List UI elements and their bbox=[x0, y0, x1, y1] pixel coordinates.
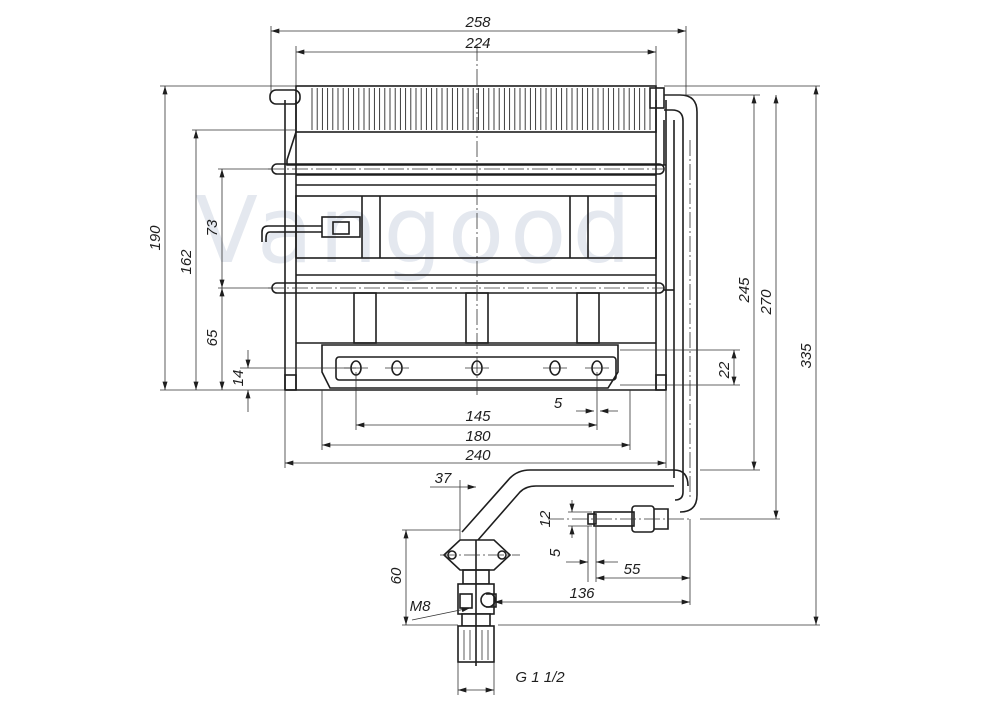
burner-nozzles bbox=[344, 360, 609, 376]
gas-valve bbox=[442, 539, 512, 666]
dim-5-burner: 5 bbox=[554, 395, 563, 412]
fin-lines bbox=[311, 88, 651, 130]
center-lines bbox=[268, 45, 691, 556]
sensor-wire bbox=[261, 225, 322, 242]
dim-22: 22 bbox=[716, 361, 733, 379]
dim-162: 162 bbox=[178, 249, 195, 275]
dim-55: 55 bbox=[624, 561, 641, 578]
dim-190: 190 bbox=[147, 225, 164, 251]
dim-5-inlet: 5 bbox=[547, 548, 564, 557]
water-pipe-right bbox=[663, 94, 698, 513]
dim-224: 224 bbox=[464, 35, 490, 52]
sensor-bracket bbox=[321, 216, 361, 238]
dimension-labels: 258 224 190 162 73 65 14 22 245 270 335 … bbox=[147, 14, 815, 686]
gas-pipe bbox=[461, 469, 689, 541]
extension-lines bbox=[160, 26, 820, 695]
dim-14: 14 bbox=[230, 370, 247, 387]
watermark-text: Vangood bbox=[195, 177, 637, 284]
label-g-thread: G 1 1/2 bbox=[515, 669, 565, 686]
dim-37: 37 bbox=[435, 470, 452, 487]
dim-60: 60 bbox=[388, 567, 405, 584]
dim-258: 258 bbox=[464, 14, 491, 31]
dim-270: 270 bbox=[758, 289, 775, 316]
dimension-lines bbox=[162, 28, 819, 693]
dim-12: 12 bbox=[537, 510, 554, 527]
dim-335: 335 bbox=[798, 343, 815, 369]
burner-manifold bbox=[321, 344, 619, 389]
dim-245: 245 bbox=[736, 277, 753, 304]
dim-145: 145 bbox=[465, 408, 491, 425]
dim-180: 180 bbox=[465, 428, 491, 445]
dim-65: 65 bbox=[204, 329, 221, 346]
tube-end-right-top bbox=[649, 87, 665, 109]
dim-136: 136 bbox=[569, 585, 595, 602]
fin-block bbox=[295, 85, 657, 133]
label-m8: M8 bbox=[410, 598, 431, 615]
dim-240: 240 bbox=[464, 447, 491, 464]
dim-73: 73 bbox=[204, 219, 221, 236]
heat-exchanger-body bbox=[261, 85, 667, 391]
